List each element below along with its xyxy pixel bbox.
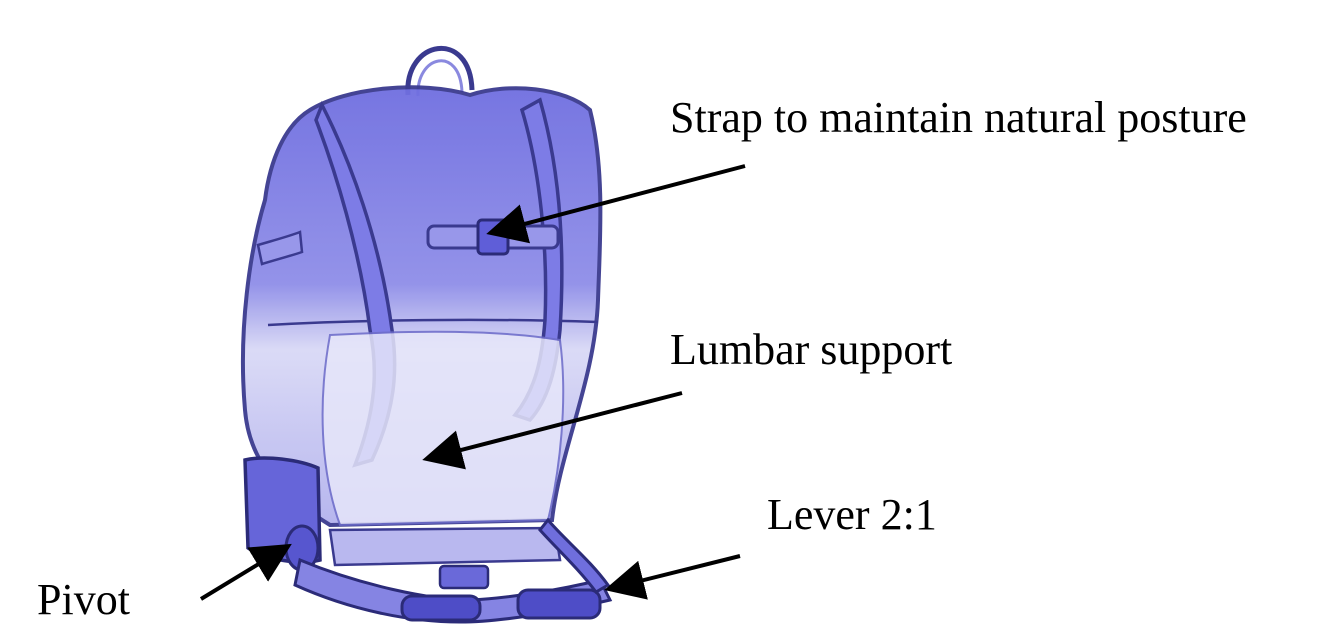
handle-loop bbox=[405, 46, 475, 96]
foot-pad-left bbox=[400, 594, 482, 622]
foot-pad-right bbox=[516, 588, 602, 620]
label-lever: Lever 2:1 bbox=[767, 490, 937, 539]
backpack-illustration bbox=[240, 46, 613, 624]
arrow-lumbar bbox=[422, 391, 683, 470]
arrow-lever bbox=[604, 554, 741, 600]
label-strap: Strap to maintain natural posture bbox=[670, 93, 1247, 142]
arrow-pivot bbox=[199, 543, 292, 601]
label-lumbar: Lumbar support bbox=[670, 325, 953, 374]
lumbar-panel bbox=[321, 330, 565, 527]
arrow-strap bbox=[486, 164, 746, 244]
label-pivot: Pivot bbox=[37, 575, 130, 624]
